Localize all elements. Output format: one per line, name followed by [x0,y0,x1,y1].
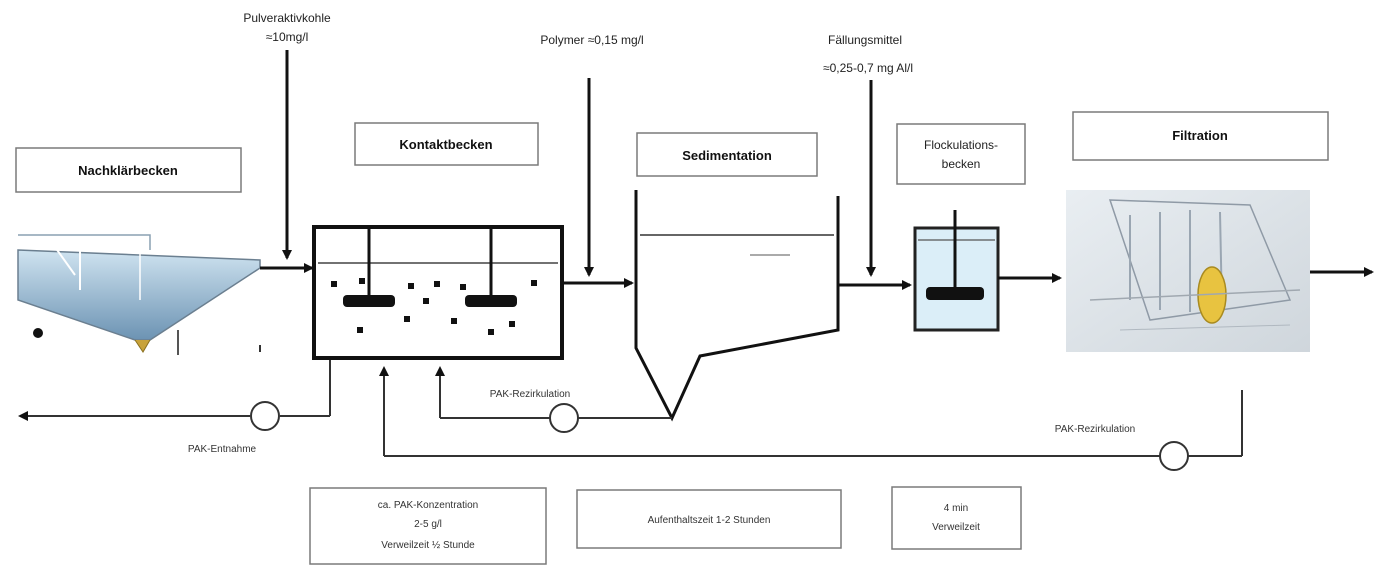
flocculation-title-line2: becken [942,157,981,171]
sedimentation-info-box [576,489,842,549]
filter-unit-image [1066,190,1310,352]
clarifier-image [17,234,261,355]
pac-dose-label-line2: ≈10mg/l [266,30,309,44]
precipitant-dose-label-line1: Fällungsmittel [828,33,902,47]
flocculation-info-line2: Verweilzeit [932,522,980,533]
pac-particles [331,278,537,335]
flocculation-title-line1: Flockulations- [924,138,998,152]
sedimentation-title-box [636,132,818,177]
pak-extraction-label: PAK-Entnahme [188,444,257,455]
pak-recirculation-2-pump-icon [1159,441,1189,471]
pak-extraction-pump-icon [250,401,280,431]
polymer-dose-label: Polymer ≈0,15 mg/l [540,33,643,47]
pac-dose-label-line1: Pulveraktivkohle [243,11,331,25]
kontaktbecken-title: Kontaktbecken [399,137,492,152]
filtration-title: Filtration [1172,128,1228,143]
pak-recirculation-1-pump-icon [549,403,579,433]
pak-recirculation-1-label: PAK-Rezirkulation [490,389,570,400]
flocculation-stirrer [926,210,984,300]
contact-tank [312,225,564,360]
pak-recirculation-2-label: PAK-Rezirkulation [1055,424,1135,435]
contact-tank-stirrer-1 [343,227,395,307]
nachklaerbecken-title: Nachklärbecken [78,163,178,178]
sedimentation-title: Sedimentation [682,148,772,163]
sedimentation-tank [634,190,840,422]
flocculation-info-box [891,486,1022,550]
flocculation-title-box [896,123,1026,185]
kontaktbecken-title-box [354,122,539,166]
precipitant-dose-label-line2: ≈0,25-0,7 mg Al/l [823,61,913,75]
contact-info-line2: 2-5 g/l [414,519,442,530]
contact-info-line3: Verweilzeit ½ Stunde [381,540,475,551]
contact-tank-stirrer-2 [465,227,517,307]
contact-info-line1: ca. PAK-Konzentration [378,500,478,511]
flocculation-info-line1: 4 min [944,503,968,514]
filtration-title-box [1072,111,1329,161]
nachklaerbecken-title-box [15,147,242,193]
sedimentation-info-text: Aufenthaltszeit 1-2 Stunden [648,515,771,526]
contact-info-box [309,487,547,565]
